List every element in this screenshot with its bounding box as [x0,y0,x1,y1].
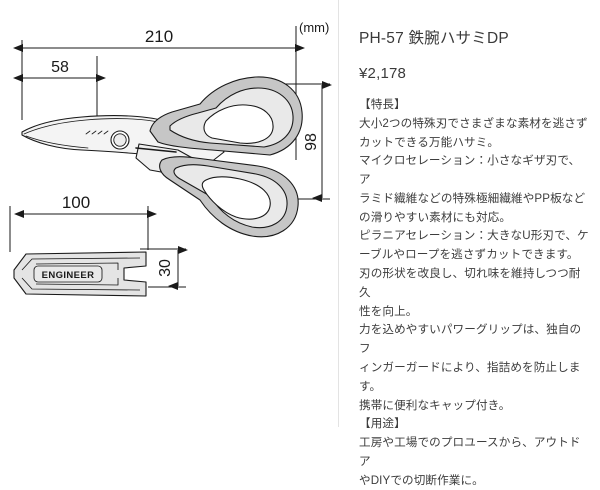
feature-line: ィンガーガードにより、指詰めを防止しま [359,360,581,374]
dimension-98: 98 [303,133,320,151]
feature-line: カットできる万能ハサミ。 [359,135,500,149]
feature-line: 携帯に便利なキャップ付き。 [359,398,511,412]
feature-line: ーブルやロープを逃さずカットできます。 [359,248,579,262]
panel-divider [338,0,339,427]
usage-heading: 【用途】 [359,417,406,431]
feature-line: ピラニアセレーション：大きなU形刃で、ケ [359,229,589,243]
usage-line: やDIYでの切断作業に。 [359,473,484,487]
product-price: ¥2,178 [359,65,407,82]
dimension-drawing: 210 58 98 100 30 (mm) [9,20,332,297]
feature-line: 大小2つの特殊刃でさまざまな素材を逃さず [359,116,588,130]
feature-line: 性を向上。 [359,304,418,318]
product-description: 【特長】 大小2つの特殊刃でさまざまな素材を逃さず カットできる万能ハサミ。 マ… [359,96,590,490]
dimension-100: 100 [62,193,90,212]
feature-line: 刃の形状を改良し、切れ味を維持しつつ耐久 [359,267,581,299]
technical-drawing-panel: 210 58 98 100 30 (mm) [0,0,338,427]
scissors-illustration [21,76,303,238]
dimension-30: 30 [157,259,174,277]
page-title: PH-57 鉄腕ハサミDP [359,30,509,47]
feature-line: マイクロセレーション：小さなギザ刃で、ア [359,154,581,187]
features-heading: 【特長】 [359,98,406,111]
product-info-panel: PH-57 鉄腕ハサミDP ¥2,178 【特長】 大小2つの特殊刃でさまざまな… [338,0,600,487]
usage-line: 工房や工場でのプロユースから、アウトドア [359,436,581,468]
dimension-210: 210 [145,27,173,46]
dimension-58: 58 [51,59,69,76]
brand-mark: ENGINEER [42,270,95,281]
feature-line: の滑りやすい素材にも対応。 [359,210,512,224]
unit-label: (mm) [299,20,329,35]
cap-illustration [13,251,147,297]
feature-line: 力を込めやすいパワーグリップは、独自のフ [359,323,582,356]
feature-line: ラミド繊維などの特殊極細繊維やPP板など [359,191,586,205]
feature-line: す。 [359,379,382,393]
